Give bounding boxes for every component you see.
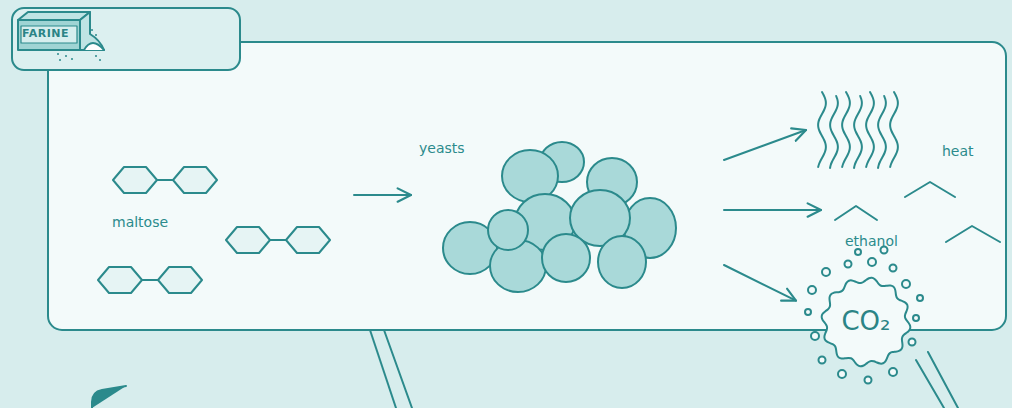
drawing-stroke [889,368,897,376]
drawing-stroke [65,55,67,57]
flow-arrow [724,209,821,211]
part-label: ethanol [845,234,898,249]
bag-front [18,20,80,50]
drawing-stroke [157,179,173,181]
yeast-cluster [443,142,676,292]
drawing-stroke [71,58,73,60]
flour-box [12,8,240,70]
drawing-stroke [855,249,861,255]
drawing-stroke [270,239,286,241]
drawing-stroke [928,352,958,408]
part-label: yeasts [419,141,465,156]
drawing-stroke [854,96,862,168]
drawing-stroke [913,315,919,321]
flow-arrow [724,265,796,301]
drawing-stroke [902,280,910,288]
drawing-stroke [845,261,852,268]
bag-label [21,26,77,43]
ethanol-molecules [835,182,1000,242]
drawing-stroke [488,210,528,250]
flour-pile [84,43,104,50]
yeast-group: yeasts [415,135,720,295]
drawing-stroke [868,258,876,266]
drawing-stroke [811,332,819,340]
flour-box: FARINE [12,8,240,70]
drawing-stroke [822,278,911,367]
drawing-stroke [808,286,816,294]
drawing-stroke [835,206,877,220]
drawing-stroke [226,227,270,253]
drawing-stroke [173,167,217,193]
drawing-stroke [99,59,101,61]
pointer-line [370,330,396,408]
drawing-stroke [805,309,811,315]
drawing-stroke [946,226,1000,242]
drawing-stroke [878,96,886,168]
co2-output: CO₂ [800,265,932,377]
drawing-stroke [917,295,923,301]
drawing-stroke [142,279,158,281]
drawing-stroke [909,339,916,346]
drawing-stroke [91,29,93,31]
maltose-molecules [98,167,330,293]
drawing-stroke [819,357,826,364]
part-label: heat [942,144,974,159]
drawing-stroke [98,267,142,293]
formula-label: CO₂ [841,307,890,336]
ethanol-output: ethanol [825,180,1005,255]
drawing-stroke [890,92,898,167]
drawing-stroke [866,92,874,167]
part-label: maltose [112,215,168,230]
pointer-line [384,330,412,408]
molecule-group: maltose [90,155,350,300]
co2-bubble [805,247,958,408]
drawing-stroke [12,8,1006,408]
drawing-stroke [158,267,202,293]
heat-output: heat [810,88,990,175]
drawing-stroke [598,236,646,288]
drawing-stroke [830,96,838,168]
drawing-stroke [95,34,97,36]
drawing-stroke [542,234,590,282]
heat-waves [818,92,898,168]
partial-box [92,386,126,408]
drawing-stroke [905,182,955,197]
drawing-stroke [57,53,59,55]
drawing-stroke [822,268,830,276]
drawing-stroke [916,360,944,408]
drawing-stroke [95,55,97,57]
drawing-stroke [59,59,61,61]
drawing-stroke [842,92,850,167]
flow-arrow [354,194,411,196]
drawing-stroke [113,167,157,193]
bag-top [18,12,90,20]
drawing-stroke [865,377,872,384]
drawing-stroke [818,92,826,167]
drawing-stroke [286,227,330,253]
flow-arrow [724,130,806,160]
bag-side [80,12,104,50]
drawing-stroke [890,265,897,272]
part-label: FARINE [22,28,69,40]
drawing-stroke [838,370,846,378]
